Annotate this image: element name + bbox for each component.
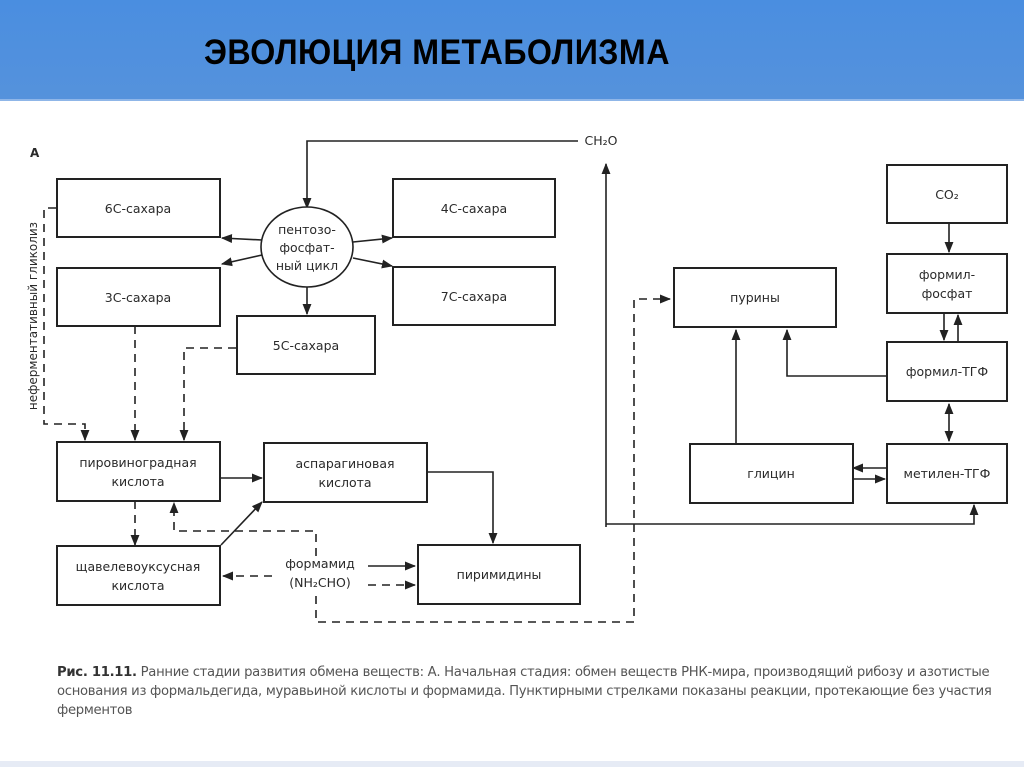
svg-text:кислота: кислота bbox=[318, 475, 371, 490]
svg-text:формамид: формамид bbox=[285, 556, 355, 571]
edge-ch2o-to-ppp bbox=[302, 140, 578, 210]
edge-6c-to-pyruvic bbox=[43, 207, 90, 442]
svg-text:6С-сахара: 6С-сахара bbox=[105, 201, 171, 216]
node-glycine: глицин bbox=[689, 443, 854, 504]
figure-number: Рис. 11.11. bbox=[57, 665, 137, 680]
node-purines: пурины bbox=[673, 267, 837, 328]
node-pyrimidines: пиримидины bbox=[417, 544, 581, 605]
edge-ppp-to-4c bbox=[352, 234, 394, 244]
svg-text:глицин: глицин bbox=[747, 466, 795, 481]
figure-caption: Рис. 11.11. Ранние стадии развития обмен… bbox=[57, 663, 1007, 720]
edge-ppp-to-7c bbox=[352, 257, 394, 269]
svg-text:пентозо-: пентозо- bbox=[278, 222, 336, 237]
edge-ppp-to-3c bbox=[220, 254, 263, 267]
svg-text:5С-сахара: 5С-сахара bbox=[273, 338, 339, 353]
svg-text:формил-ТГФ: формил-ТГФ bbox=[906, 364, 989, 379]
node-7c-sugars: 7С-сахара bbox=[392, 266, 556, 326]
svg-text:фосфат-: фосфат- bbox=[279, 240, 334, 255]
svg-text:метилен-ТГФ: метилен-ТГФ bbox=[904, 466, 991, 481]
node-aspartic-acid: аспарагиновая кислота bbox=[263, 442, 428, 503]
svg-text:пиримидины: пиримидины bbox=[457, 567, 542, 582]
footer-bar bbox=[0, 761, 1024, 767]
node-6c-sugars: 6С-сахара bbox=[56, 178, 221, 238]
node-co2: CO₂ bbox=[886, 164, 1008, 224]
edge-formylthf-to-purines bbox=[782, 328, 887, 377]
svg-text:кислота: кислота bbox=[111, 578, 164, 593]
node-pyruvic-acid: пировиноградная кислота bbox=[56, 441, 221, 502]
slide-header: ЭВОЛЮЦИЯ МЕТАБОЛИЗМА bbox=[0, 0, 1024, 101]
caption-text: Ранние стадии развития обмена веществ: А… bbox=[57, 665, 992, 718]
svg-text:3С-сахара: 3С-сахара bbox=[105, 290, 171, 305]
edge-to-methylene-thf bbox=[606, 503, 979, 525]
svg-text:щавелевоуксусная: щавелевоуксусная bbox=[76, 559, 201, 574]
node-4c-sugars: 4С-сахара bbox=[392, 178, 556, 238]
edge-aspartic-to-pyrimidines bbox=[428, 471, 498, 545]
svg-text:формил-: формил- bbox=[919, 267, 975, 282]
edge-oxaloacetic-to-aspartic bbox=[220, 501, 263, 546]
node-3c-sugars: 3С-сахара bbox=[56, 267, 221, 327]
side-label-glycolysis: неферментативный гликолиз bbox=[26, 222, 40, 410]
node-formylphosphate: формил- фосфат bbox=[886, 253, 1008, 314]
svg-text:CH₂O: CH₂O bbox=[585, 133, 618, 148]
node-ch2o: CH₂O bbox=[585, 133, 618, 148]
svg-text:пурины: пурины bbox=[730, 290, 780, 305]
svg-text:CO₂: CO₂ bbox=[935, 187, 959, 202]
node-formyl-thf: формил-ТГФ bbox=[886, 341, 1008, 402]
node-methylene-thf: метилен-ТГФ bbox=[886, 443, 1008, 504]
node-formamide: формамид (NH₂CHO) bbox=[285, 556, 355, 590]
node-5c-sugars: 5С-сахара bbox=[236, 315, 376, 375]
node-oxaloacetic-acid: щавелевоуксусная кислота bbox=[56, 545, 221, 606]
svg-text:аспарагиновая: аспарагиновая bbox=[295, 456, 394, 471]
slide-title: ЭВОЛЮЦИЯ МЕТАБОЛИЗМА bbox=[204, 33, 670, 72]
node-pentose-phosphate-cycle: пентозо- фосфат- ный цикл bbox=[260, 206, 354, 288]
panel-label: А bbox=[30, 146, 40, 160]
svg-text:пировиноградная: пировиноградная bbox=[79, 455, 196, 470]
svg-text:ный цикл: ный цикл bbox=[276, 258, 338, 273]
svg-text:7С-сахара: 7С-сахара bbox=[441, 289, 507, 304]
svg-text:фосфат: фосфат bbox=[922, 286, 973, 301]
svg-text:кислота: кислота bbox=[111, 474, 164, 489]
edge-5c-to-pyruvic bbox=[179, 347, 236, 442]
edge-formamide-to-purines bbox=[315, 294, 672, 623]
edge-ppp-to-6c bbox=[220, 234, 263, 243]
svg-text:(NH₂CHO): (NH₂CHO) bbox=[289, 575, 350, 590]
svg-text:4С-сахара: 4С-сахара bbox=[441, 201, 507, 216]
